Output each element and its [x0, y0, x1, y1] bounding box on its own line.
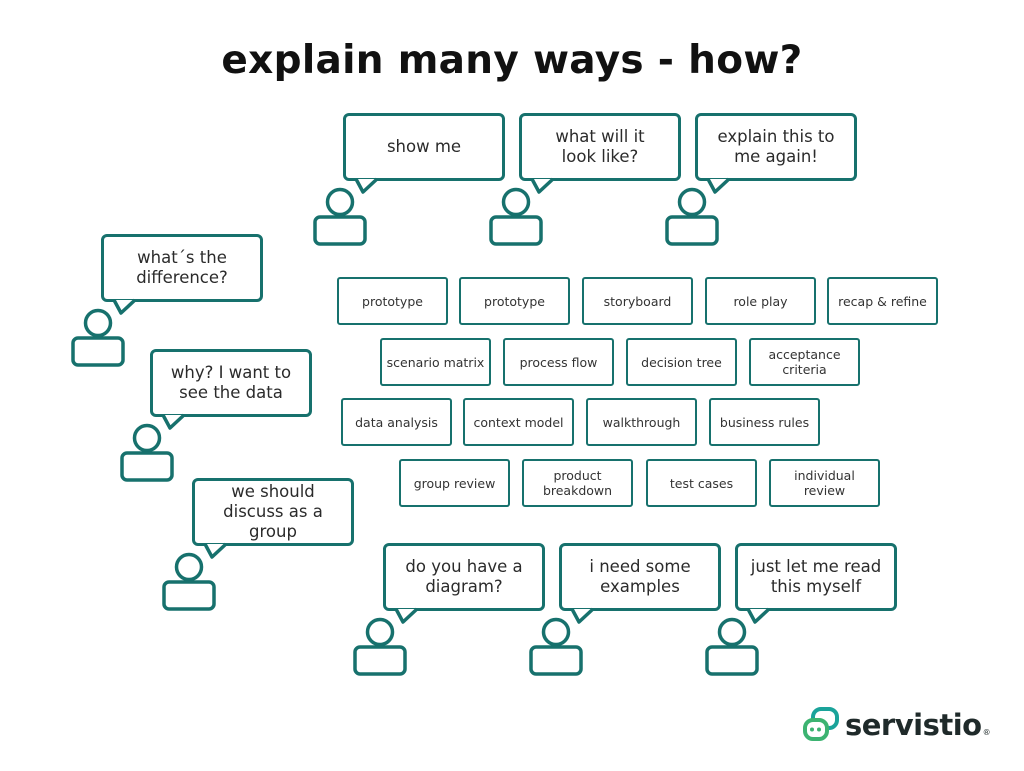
speech-tail [354, 177, 379, 194]
method-box-product-breakdown: product breakdown [522, 459, 633, 507]
method-box-scenario-matrix: scenario matrix [380, 338, 491, 386]
person-icon [71, 308, 125, 367]
speech-bubble-see-data: why? I want to see the data [150, 349, 312, 417]
speech-bubble-diagram: do you have a diagram? [383, 543, 545, 611]
method-box-storyboard: storyboard [582, 277, 693, 325]
person-icon [353, 617, 407, 676]
brand-name: servistio [845, 708, 982, 742]
person-icon [665, 187, 719, 246]
speech-bubble-examples: i need some examples [559, 543, 721, 611]
method-box-prototype: prototype [337, 277, 448, 325]
speech-bubble-difference: what´s the difference? [101, 234, 263, 302]
speech-bubble-discuss-group: we should discuss as a group [192, 478, 354, 546]
method-box-test-cases: test cases [646, 459, 757, 507]
speech-tail [394, 607, 419, 624]
person-icon [313, 187, 367, 246]
person-icon [705, 617, 759, 676]
method-box-group-review: group review [399, 459, 510, 507]
page-title: explain many ways - how? [221, 38, 803, 83]
method-box-recap-refine: recap & refine [827, 277, 938, 325]
speech-bubble-explain-again: explain this to me again! [695, 113, 857, 181]
person-icon [162, 552, 216, 611]
method-box-data-analysis: data analysis [341, 398, 452, 446]
method-box-decision-tree: decision tree [626, 338, 737, 386]
method-box-process-flow: process flow [503, 338, 614, 386]
speech-tail [530, 177, 555, 194]
method-box-walkthrough: walkthrough [586, 398, 697, 446]
speech-bubble-read-myself: just let me read this myself [735, 543, 897, 611]
chat-bubbles-icon [803, 707, 839, 741]
speech-tail [570, 607, 595, 624]
registered-mark: ® [982, 728, 991, 737]
brand-logo: servistio ® [802, 705, 991, 745]
method-box-business-rules: business rules [709, 398, 820, 446]
speech-tail [203, 542, 228, 559]
person-icon [489, 187, 543, 246]
method-box-prototype: prototype [459, 277, 570, 325]
speech-tail [706, 177, 731, 194]
method-box-context-model: context model [463, 398, 574, 446]
speech-tail [746, 607, 771, 624]
method-box-acceptance-criteria: acceptance criteria [749, 338, 860, 386]
method-box-individual-review: individual review [769, 459, 880, 507]
speech-tail [112, 298, 137, 315]
speech-bubble-show-me: show me [343, 113, 505, 181]
speech-bubble-look-like: what will it look like? [519, 113, 681, 181]
person-icon [120, 423, 174, 482]
person-icon [529, 617, 583, 676]
speech-tail [161, 413, 186, 430]
method-box-role-play: role play [705, 277, 816, 325]
